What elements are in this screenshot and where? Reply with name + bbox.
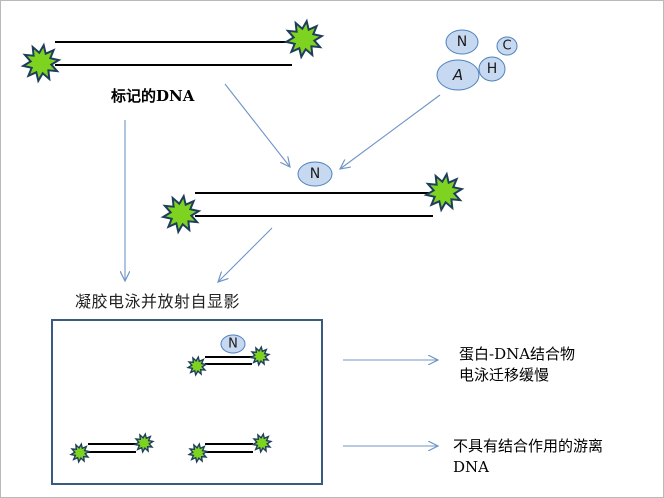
bound-protein-blob [297, 161, 333, 187]
arrow-complex-to-gel [218, 227, 273, 282]
bound-protein-label: N [310, 166, 320, 182]
radiolabel-star-icon [249, 345, 271, 367]
protein-c-label: C [502, 39, 511, 54]
labeled-dna [20, 18, 325, 84]
radiolabel-star-icon [283, 18, 325, 60]
arrow-dna-to-complex [224, 83, 290, 167]
gel-result: N [51, 319, 323, 485]
radiolabel-star-icon [423, 171, 465, 213]
free-dna-note-line1: 不具有结合作用的游离 [453, 437, 604, 455]
complex-note-line2: 电泳迁移缓慢 [459, 366, 550, 384]
arrow-protein-to-complex [340, 94, 441, 169]
radiolabel-star-icon [186, 355, 208, 377]
protein-h-label: H [487, 61, 498, 77]
complex-note: 蛋白-DNA结合物 电泳迁移缓慢 [459, 344, 575, 386]
protein-n-label: N [457, 34, 467, 50]
radiolabel-star-icon [69, 442, 91, 464]
protein-dna-complex: N [160, 161, 465, 235]
gel-box [51, 319, 323, 485]
radiolabel-star-icon [160, 193, 202, 235]
free-dna-note: 不具有结合作用的游离 DNA [453, 436, 603, 478]
complex-note-line1: 蛋白-DNA结合物 [459, 345, 576, 363]
gel-electrophoresis-label: 凝胶电泳并放射自显影 [75, 292, 241, 311]
protein-h-blob [478, 56, 506, 82]
protein-n-blob [445, 29, 479, 55]
radiolabel-star-icon [187, 442, 209, 464]
protein-c-blob [496, 36, 518, 56]
gel-protein-label: N [228, 337, 238, 352]
labeled-dna-label: 标记的DNA [111, 87, 195, 105]
protein-mix: N C A H [436, 29, 518, 91]
radiolabel-star-icon [133, 432, 155, 454]
gel-protein-blob [220, 334, 246, 354]
flow-arrows [125, 83, 441, 446]
protein-a-label: A [452, 66, 463, 84]
free-dna-note-line2: DNA [453, 458, 489, 476]
radiolabel-star-icon [251, 432, 273, 454]
protein-a-blob [436, 59, 480, 91]
radiolabel-star-icon [20, 42, 62, 84]
